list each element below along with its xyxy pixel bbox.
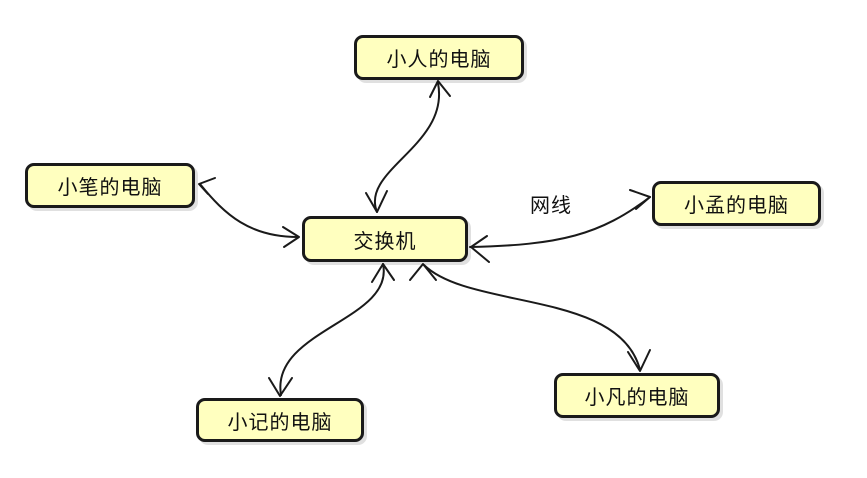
node-fan-computer-label: 小凡的电脑 [584, 385, 690, 409]
arrowhead-meng-end [629, 189, 651, 210]
node-bi-computer: 小笔的电脑 [25, 163, 195, 208]
edge-label-network-cable: 网线 [530, 193, 572, 217]
arrowhead-switch-right-end [470, 235, 490, 263]
connection-switch-fan [423, 264, 641, 371]
node-switch-label: 交换机 [353, 228, 417, 253]
node-bi-computer-label: 小笔的电脑 [57, 175, 163, 199]
connection-switch-bi [199, 183, 299, 238]
node-ji-computer-label: 小记的电脑 [227, 409, 333, 434]
connection-switch-person [373, 82, 441, 213]
node-meng-computer: 小孟的电脑 [652, 181, 821, 226]
arrowhead-switch-end [365, 190, 388, 213]
node-meng-computer-label: 小孟的电脑 [684, 193, 789, 217]
node-ji-computer: 小记的电脑 [196, 398, 364, 442]
connection-switch-ji [279, 263, 385, 396]
node-fan-computer: 小凡的电脑 [554, 373, 720, 418]
connection-switch-meng [469, 196, 651, 248]
arrowhead-person-end [429, 80, 451, 98]
node-person-computer: 小人的电脑 [354, 35, 524, 80]
arrowhead-ji-end [268, 377, 293, 397]
arrowhead-switch-left-end [282, 226, 300, 248]
arrowhead-fan-end [627, 349, 651, 372]
node-switch: 交换机 [302, 216, 468, 262]
node-person-computer-label: 小人的电脑 [386, 47, 492, 71]
arrowhead-switch-bottom-end [371, 263, 395, 283]
arrowhead-switch-lower-end [409, 263, 437, 281]
arrowhead-bi-end [198, 177, 216, 195]
